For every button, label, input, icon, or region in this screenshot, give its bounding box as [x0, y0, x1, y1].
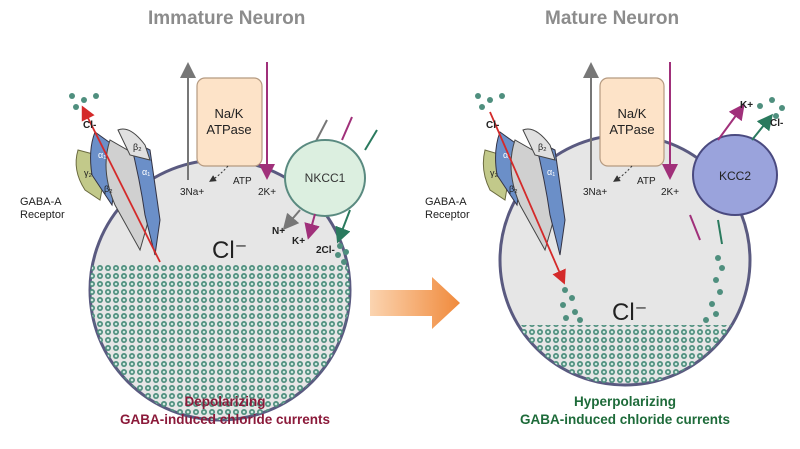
- right-ion-cl-label: Cl-: [770, 118, 783, 129]
- left-na-k-atpase: [180, 62, 275, 182]
- right-receptor-line2: Receptor: [425, 209, 470, 221]
- subunit-gamma: γ₂: [84, 168, 93, 178]
- ion-2cl-label: 2Cl-: [316, 245, 335, 256]
- left-pump-line2: ATPase: [206, 122, 251, 137]
- right-extracellular-cl-dots-kcc2: [757, 97, 785, 119]
- right-title: Mature Neuron: [545, 8, 680, 29]
- chloride-pool-low: [500, 325, 750, 385]
- left-caption-line2: GABA-induced chloride currents: [119, 412, 331, 427]
- right-receptor-line1: GABA-A: [425, 196, 467, 208]
- right-cl-trail: [703, 255, 725, 323]
- left-receptor-label: GABA-A Receptor: [20, 196, 65, 222]
- right-k-label: 2K+: [661, 187, 679, 198]
- right-pump-line1: Na/K: [618, 106, 647, 121]
- transition-arrow: [370, 277, 460, 329]
- right-cl-out-label: Cl-: [486, 120, 499, 131]
- left-title: Immature Neuron: [148, 8, 306, 29]
- left-k-label: 2K+: [258, 187, 276, 198]
- left-caption: Depolarizing GABA-induced chloride curre…: [105, 393, 345, 429]
- left-pump-line1: Na/K: [215, 106, 244, 121]
- left-na-label: 3Na+: [180, 187, 204, 198]
- nkcc1-transporter: [282, 116, 378, 244]
- right-ion-k-label: K+: [740, 100, 753, 111]
- right-subunit-beta-b: β₂: [538, 142, 547, 152]
- right-subunit-beta-a: β₂: [509, 184, 518, 194]
- right-na-k-atpase: [583, 62, 678, 182]
- right-subunit-gamma: γ₂: [490, 168, 499, 178]
- right-receptor-label: GABA-A Receptor: [425, 196, 470, 222]
- mature-neuron-cell: [498, 133, 752, 387]
- ion-k-label: K+: [292, 236, 305, 247]
- ion-n-label: N+: [272, 226, 285, 237]
- left-receptor-line1: GABA-A: [20, 196, 62, 208]
- kcc2-transporter: [689, 103, 778, 245]
- subunit-alpha-a: α₁: [98, 150, 106, 160]
- nkcc1-label: NKCC1: [305, 171, 346, 185]
- right-pump-line2: ATPase: [609, 122, 654, 137]
- subunit-beta-b: β₂: [133, 142, 142, 152]
- right-caption-line1: Hyperpolarizing: [573, 394, 676, 409]
- left-cl-out-label: Cl-: [83, 120, 96, 131]
- left-cl-dots-near-nkcc1: [335, 243, 349, 265]
- right-extracellular-cl-dots: [475, 93, 505, 110]
- left-gaba-a-receptor: α₁ β₂ γ₂ β₂ α₁: [75, 105, 161, 263]
- subunit-beta-a: β₂: [104, 184, 113, 194]
- left-caption-line1: Depolarizing: [184, 394, 266, 409]
- right-cl-inside: Cl⁻: [612, 299, 647, 326]
- right-atp-label: ATP: [637, 176, 656, 187]
- left-cl-inside: Cl⁻: [212, 237, 247, 264]
- right-na-label: 3Na+: [583, 187, 607, 198]
- right-gaba-a-receptor: α₁ β₂ γ₂ β₂ α₁: [482, 111, 566, 285]
- left-receptor-line2: Receptor: [20, 209, 65, 221]
- right-cl-inflow-dots: [560, 287, 583, 323]
- kcc2-label: KCC2: [719, 169, 751, 183]
- right-caption: Hyperpolarizing GABA-induced chloride cu…: [505, 393, 745, 429]
- subunit-alpha-b: α₁: [142, 167, 150, 177]
- left-extracellular-cl-dots: [69, 93, 99, 110]
- right-subunit-alpha-a: α₁: [503, 150, 511, 160]
- left-atp-label: ATP: [233, 176, 252, 187]
- right-subunit-alpha-b: α₁: [547, 167, 555, 177]
- right-caption-line2: GABA-induced chloride currents: [519, 412, 731, 427]
